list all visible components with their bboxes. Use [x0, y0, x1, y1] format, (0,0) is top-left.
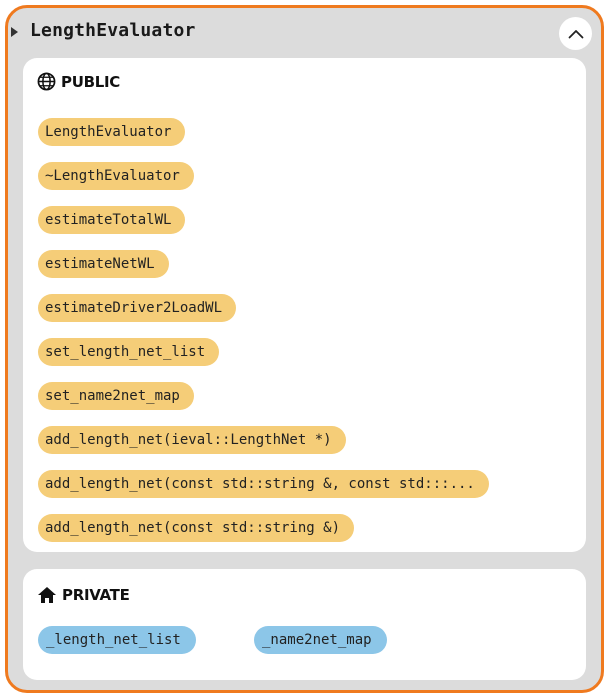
private-member-pill[interactable]: _name2net_map — [254, 626, 387, 654]
private-section: PRIVATE _length_net_list _name2net_map — [23, 569, 586, 680]
public-method-pill[interactable]: estimateNetWL — [38, 250, 169, 278]
private-label: PRIVATE — [62, 586, 130, 604]
public-section: PUBLIC LengthEvaluator ~LengthEvaluator es… — [23, 58, 586, 552]
private-member-pill[interactable]: _length_net_list — [38, 626, 196, 654]
public-method-pill[interactable]: estimateDriver2LoadWL — [38, 294, 237, 322]
collapse-button[interactable] — [559, 17, 592, 50]
globe-icon — [37, 72, 56, 91]
chevron-up-icon — [568, 29, 583, 38]
public-section-header: PUBLIC — [37, 72, 120, 91]
class-header[interactable]: LengthEvaluator — [8, 8, 601, 52]
public-method-pill[interactable]: add_length_net(const std::string &, cons… — [38, 470, 489, 498]
public-method-pill[interactable]: add_length_net(ieval::LengthNet *) — [38, 426, 346, 454]
expand-triangle-icon[interactable] — [11, 27, 18, 37]
public-label: PUBLIC — [61, 72, 120, 91]
class-card: LengthEvaluator PUBLIC LengthEvaluator ~L… — [5, 5, 604, 693]
private-section-header: PRIVATE — [37, 586, 130, 604]
class-title: LengthEvaluator — [30, 20, 196, 41]
public-method-pill[interactable]: ~LengthEvaluator — [38, 162, 194, 190]
public-method-pill[interactable]: add_length_net(const std::string &) — [38, 514, 355, 542]
public-method-pill[interactable]: set_name2net_map — [38, 382, 194, 410]
public-method-pill[interactable]: set_length_net_list — [38, 338, 220, 366]
home-icon — [38, 587, 56, 603]
public-method-pill[interactable]: estimateTotalWL — [38, 206, 186, 234]
public-method-pill[interactable]: LengthEvaluator — [38, 118, 186, 146]
